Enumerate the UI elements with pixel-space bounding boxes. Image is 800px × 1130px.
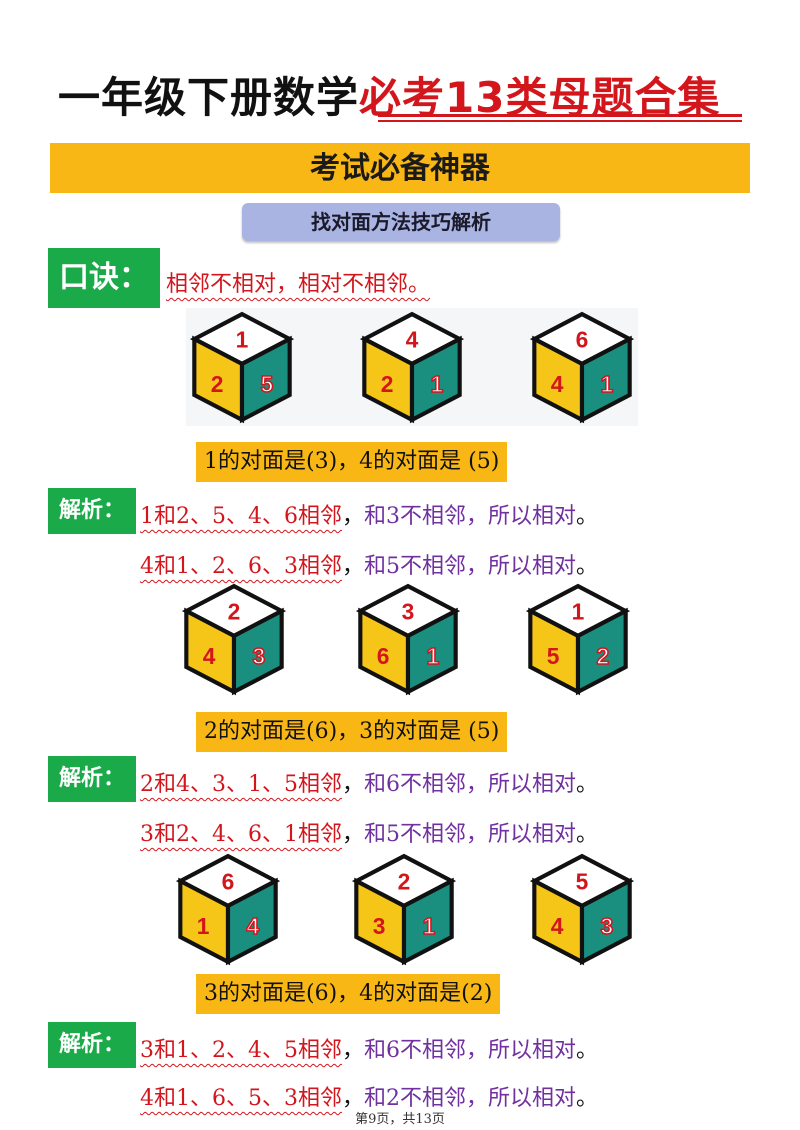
analysis-1-line-2-comma: ， bbox=[342, 554, 365, 579]
cube-1-1-right: 5 bbox=[261, 371, 274, 397]
cube-3-3-top: 5 bbox=[576, 868, 589, 894]
cube-3-2-top: 2 bbox=[398, 868, 411, 894]
cube-3-1-left: 1 bbox=[197, 913, 210, 939]
analysis-1-line-1-red: 1和2、5、4、6相邻 bbox=[140, 504, 342, 529]
analysis-tag-2: 解析： bbox=[48, 756, 136, 802]
analysis-3-line-1-purple: 和6不相邻，所以相对 bbox=[364, 1038, 577, 1063]
analysis-1-line-1-end: 。 bbox=[576, 504, 599, 529]
analysis-2-line-1-red: 2和4、3、1、5相邻 bbox=[140, 772, 342, 797]
analysis-2-line-1: 2和4、3、1、5相邻，和6不相邻，所以相对。 bbox=[140, 766, 598, 798]
mnemonic-text: 相邻不相对，相对不相邻。 bbox=[166, 272, 431, 297]
analysis-2-line-2-purple: 和5不相邻，所以相对 bbox=[364, 822, 577, 847]
cube-row-2: 2 4 3 3 6 1 1 5 2 bbox=[182, 582, 630, 696]
cube-2-2-right: 1 bbox=[427, 643, 440, 669]
analysis-3-line-2-red: 4和1、6、5、3相邻 bbox=[140, 1086, 342, 1111]
cube-3-1: 6 1 4 bbox=[176, 853, 280, 966]
cube-1-2-left: 2 bbox=[381, 371, 394, 397]
analysis-3-line-1-end: 。 bbox=[576, 1038, 599, 1063]
cube-1-2-top: 4 bbox=[406, 326, 419, 352]
cube-3-3: 5 4 3 bbox=[530, 853, 634, 966]
title-underline-1 bbox=[378, 114, 742, 117]
cube-1-1-top: 1 bbox=[236, 326, 249, 352]
cube-1-2-right: 1 bbox=[431, 371, 444, 397]
cube-2-3-left: 5 bbox=[547, 643, 560, 669]
cube-1-3: 6 4 1 bbox=[530, 311, 634, 424]
cube-2-2: 3 6 1 bbox=[356, 583, 460, 696]
cube-2-3-right: 2 bbox=[597, 643, 610, 669]
analysis-2-line-2-end: 。 bbox=[576, 822, 599, 847]
analysis-2-line-1-comma: ， bbox=[342, 772, 365, 797]
cube-3-2-right: 1 bbox=[423, 913, 436, 939]
cube-3-2: 2 3 1 bbox=[352, 853, 456, 966]
analysis-tag-1: 解析： bbox=[48, 488, 136, 534]
cube-row-3: 6 1 4 2 3 1 5 4 3 bbox=[176, 852, 634, 966]
analysis-2-line-2-comma: ， bbox=[342, 822, 365, 847]
analysis-1-line-2-red: 4和1、2、6、3相邻 bbox=[140, 554, 342, 579]
cube-1-3-left: 4 bbox=[551, 371, 564, 397]
analysis-3-line-1-comma: ， bbox=[342, 1038, 365, 1063]
cube-3-2-left: 3 bbox=[373, 913, 386, 939]
cube-2-1: 2 4 3 bbox=[182, 583, 286, 696]
analysis-3-line-1: 3和1、2、4、5相邻，和6不相邻，所以相对。 bbox=[140, 1032, 598, 1064]
title-red-part: 必考13类母题合集 bbox=[359, 73, 721, 122]
cube-2-2-top: 3 bbox=[402, 598, 415, 624]
title-underline-2 bbox=[378, 120, 742, 122]
analysis-1-line-1-purple: 和3不相邻，所以相对 bbox=[364, 504, 577, 529]
answer-1: 1的对面是(3)，4的对面是 (5) bbox=[196, 442, 508, 482]
page-footer: 第9页，共13页 bbox=[355, 1112, 445, 1127]
cube-row-1: 1 2 5 4 2 1 6 4 1 bbox=[190, 310, 634, 424]
cube-2-1-top: 2 bbox=[228, 598, 241, 624]
banner: 考试必备神器 bbox=[50, 143, 750, 193]
mnemonic-tag: 口诀： bbox=[48, 248, 160, 308]
analysis-1-line-2-end: 。 bbox=[576, 554, 599, 579]
section-pill: 找对面方法技巧解析 bbox=[242, 203, 560, 241]
cube-1-1-left: 2 bbox=[211, 371, 224, 397]
analysis-2-line-1-end: 。 bbox=[576, 772, 599, 797]
analysis-3-line-2: 4和1、6、5、3相邻，和2不相邻，所以相对。 bbox=[140, 1080, 598, 1112]
cube-2-3-top: 1 bbox=[572, 598, 585, 624]
analysis-2-line-2: 3和2、4、6、1相邻，和5不相邻，所以相对。 bbox=[140, 816, 598, 848]
analysis-3-line-2-end: 。 bbox=[576, 1086, 599, 1111]
analysis-1-line-2: 4和1、2、6、3相邻，和5不相邻，所以相对。 bbox=[140, 548, 598, 580]
analysis-3-line-2-comma: ， bbox=[342, 1086, 365, 1111]
analysis-1-line-1: 1和2、5、4、6相邻，和3不相邻，所以相对。 bbox=[140, 498, 598, 530]
cube-2-2-left: 6 bbox=[377, 643, 390, 669]
analysis-2-line-1-purple: 和6不相邻，所以相对 bbox=[364, 772, 577, 797]
answer-2: 2的对面是(6)，3的对面是 (5) bbox=[196, 712, 508, 752]
analysis-3-line-2-purple: 和2不相邻，所以相对 bbox=[364, 1086, 577, 1111]
title-black-part: 一年级下册数学 bbox=[58, 73, 360, 122]
analysis-3-line-1-red: 3和1、2、4、5相邻 bbox=[140, 1038, 342, 1063]
analysis-1-line-1-comma: ， bbox=[342, 504, 365, 529]
cube-3-1-right: 4 bbox=[247, 913, 260, 939]
analysis-2-line-2-red: 3和2、4、6、1相邻 bbox=[140, 822, 342, 847]
answer-3: 3的对面是(6)，4的对面是(2) bbox=[196, 974, 501, 1014]
cube-3-3-left: 4 bbox=[551, 913, 564, 939]
page-title: 一年级下册数学必考13类母题合集 bbox=[58, 64, 720, 124]
cube-3-1-top: 6 bbox=[222, 868, 235, 894]
analysis-tag-3: 解析： bbox=[48, 1022, 136, 1068]
cube-1-3-top: 6 bbox=[576, 326, 589, 352]
cube-2-3: 1 5 2 bbox=[526, 583, 630, 696]
cube-1-1: 1 2 5 bbox=[190, 311, 294, 424]
cube-3-3-right: 3 bbox=[601, 913, 614, 939]
cube-1-3-right: 1 bbox=[601, 371, 614, 397]
cube-2-1-left: 4 bbox=[203, 643, 216, 669]
cube-1-2: 4 2 1 bbox=[360, 311, 464, 424]
cube-2-1-right: 3 bbox=[253, 643, 266, 669]
analysis-1-line-2-purple: 和5不相邻，所以相对 bbox=[364, 554, 577, 579]
